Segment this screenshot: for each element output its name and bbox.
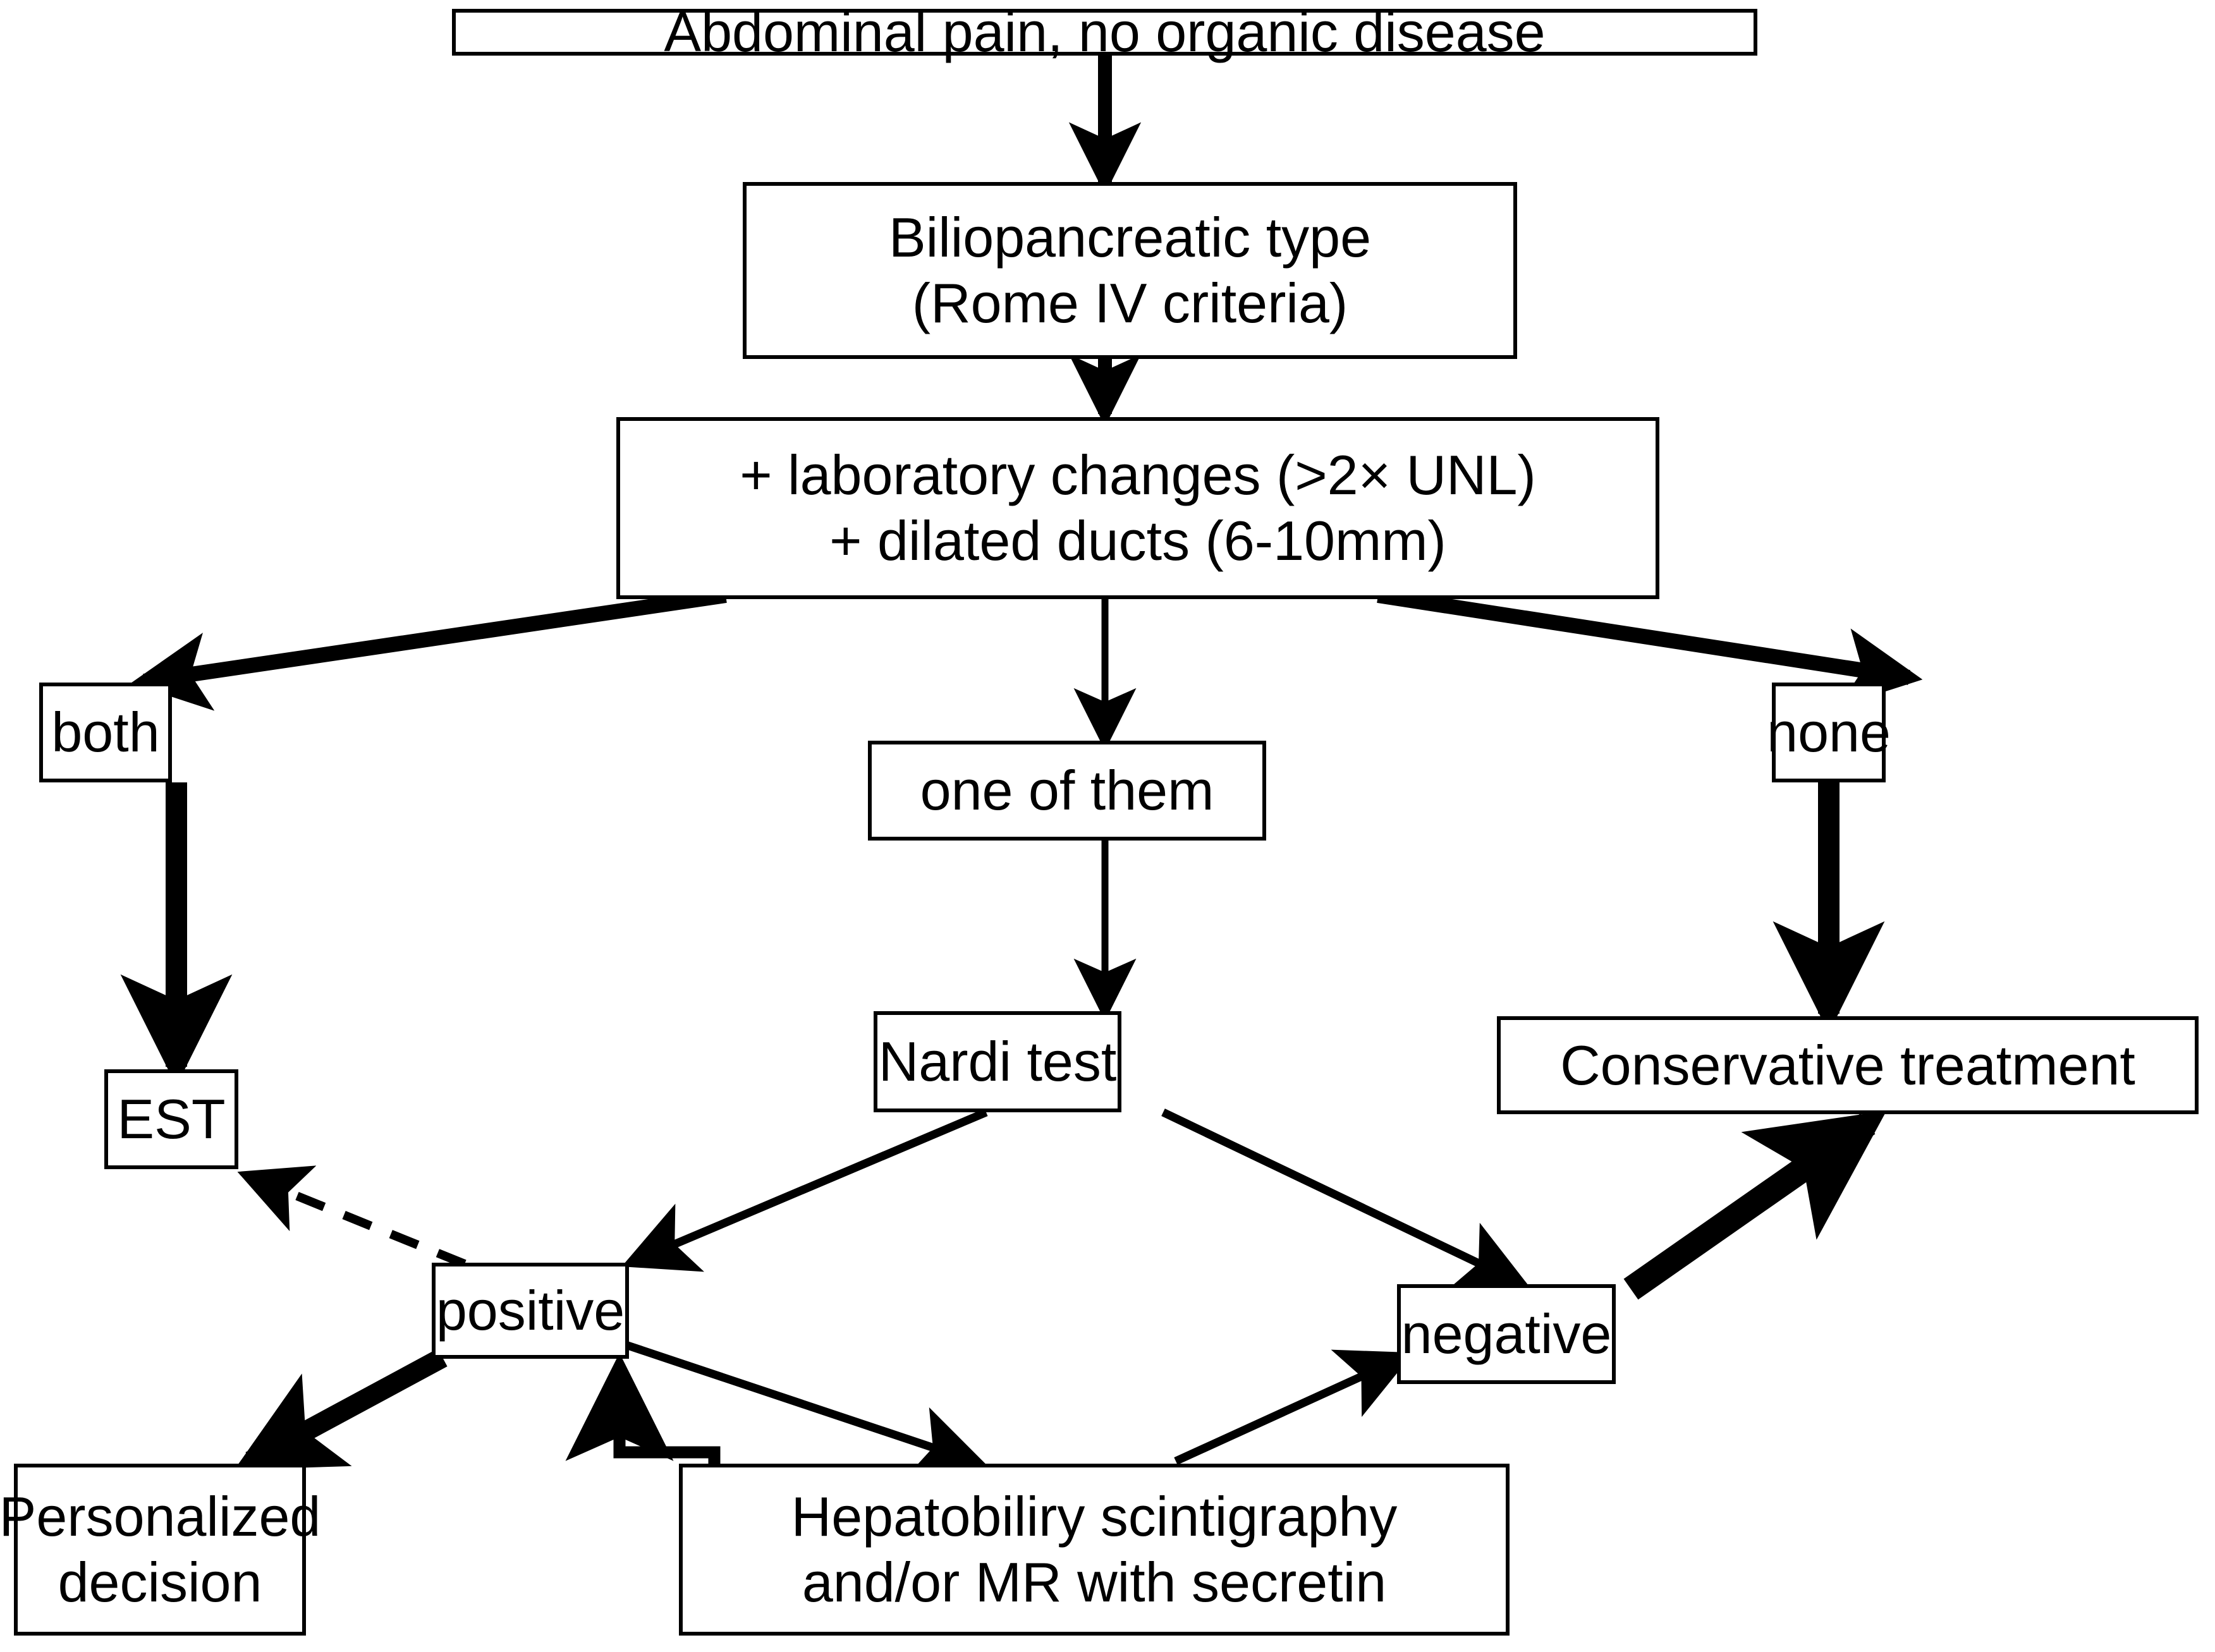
node-one-of-them-label: one of them xyxy=(920,759,1214,822)
node-hepatobiliary-scintigraphy-line2: and/or MR with secretin xyxy=(802,1551,1387,1613)
node-personalized-decision-line2: decision xyxy=(58,1551,262,1613)
node-conservative-treatment[interactable]: Conservative treatment xyxy=(1497,1016,2199,1114)
node-nardi-test-label: Nardi test xyxy=(878,1030,1117,1093)
edge-positive-to-est xyxy=(237,1165,467,1268)
node-laboratory-criteria-line2: + dilated ducts (6-10mm) xyxy=(829,509,1446,572)
node-negative-label: negative xyxy=(1401,1303,1612,1366)
node-none-label: none xyxy=(1767,701,1891,764)
node-both[interactable]: both xyxy=(39,683,172,782)
node-est-label: EST xyxy=(117,1088,226,1151)
node-personalized-decision-line1: Personalized xyxy=(0,1485,321,1548)
node-laboratory-criteria[interactable]: + laboratory changes (>2× UNL) + dilated… xyxy=(616,417,1659,599)
node-abdominal-pain[interactable]: Abdominal pain, no organic disease xyxy=(452,1,1757,63)
edge-positive-to-personalized-decision xyxy=(234,1348,448,1471)
node-nardi-test[interactable]: Nardi test xyxy=(874,1011,1121,1112)
edge-criteria-to-none xyxy=(1377,588,1923,707)
edge-criteria-to-both xyxy=(130,588,727,711)
node-both-label: both xyxy=(51,701,160,764)
node-positive-label: positive xyxy=(436,1279,625,1342)
node-biliopancreatic-type[interactable]: Biliopancreatic type (Rome IV criteria) xyxy=(743,182,1517,359)
node-negative[interactable]: negative xyxy=(1397,1284,1616,1384)
edge-nardi-test-to-positive xyxy=(621,1108,988,1272)
node-conservative-treatment-label: Conservative treatment xyxy=(1560,1033,2135,1096)
node-none[interactable]: none xyxy=(1767,683,1891,782)
node-biliopancreatic-type-line2: (Rome IV criteria) xyxy=(912,272,1348,334)
node-abdominal-pain-label: Abdominal pain, no organic disease xyxy=(664,1,1546,64)
node-hepatobiliary-scintigraphy-line1: Hepatobiliry scintigraphy xyxy=(791,1485,1398,1548)
node-one-of-them[interactable]: one of them xyxy=(868,741,1266,841)
edge-hepatobiliary-to-negative xyxy=(1174,1349,1414,1465)
node-personalized-decision[interactable]: Personalized decision xyxy=(0,1464,320,1636)
node-laboratory-criteria-line1: + laboratory changes (>2× UNL) xyxy=(740,444,1536,507)
node-positive[interactable]: positive xyxy=(432,1263,629,1359)
edge-positive-to-hepatobiliary xyxy=(624,1340,988,1478)
edge-negative-to-conservative-treatment xyxy=(1623,1110,1887,1300)
node-est[interactable]: EST xyxy=(104,1069,238,1169)
edge-nardi-test-to-negative xyxy=(1161,1108,1531,1290)
node-biliopancreatic-type-line1: Biliopancreatic type xyxy=(888,206,1372,269)
node-hepatobiliary-scintigraphy[interactable]: Hepatobiliry scintigraphy and/or MR with… xyxy=(679,1464,1510,1636)
